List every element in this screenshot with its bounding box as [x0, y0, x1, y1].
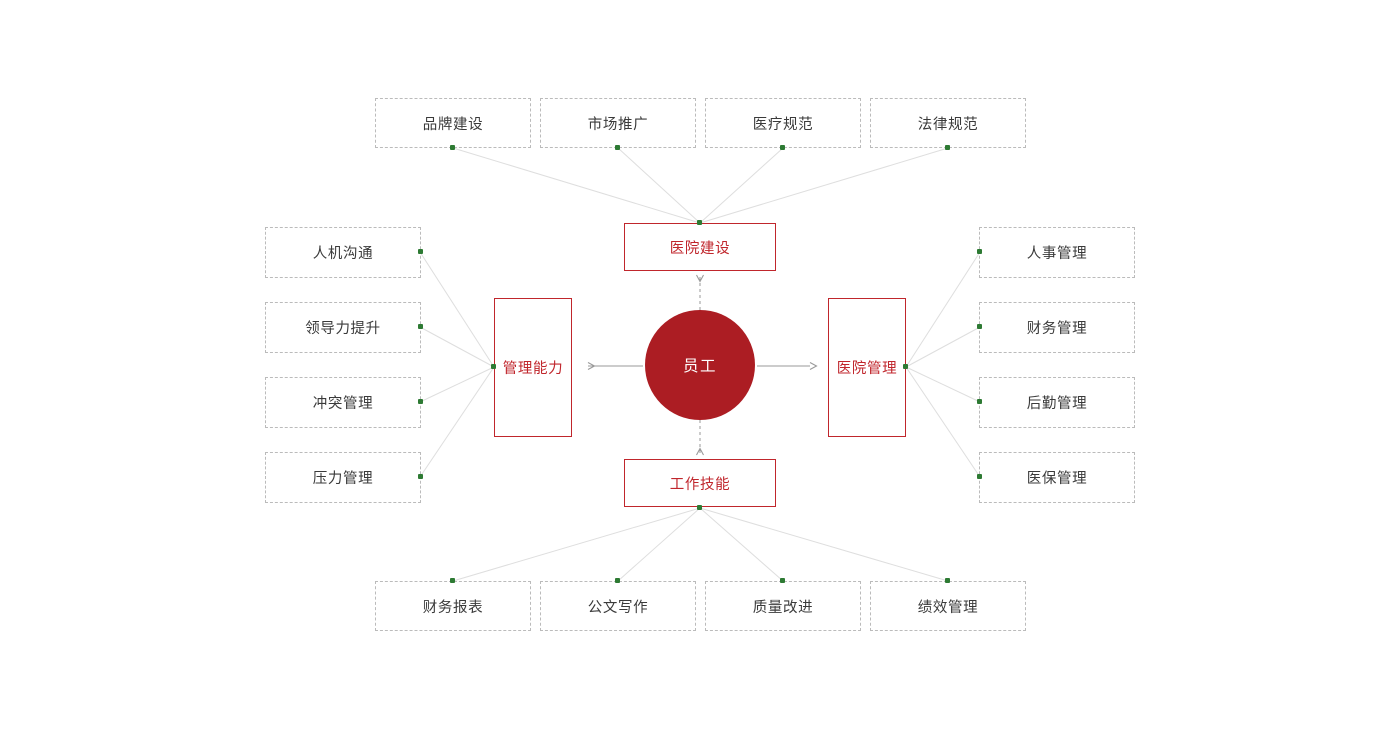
category-label-work-skills: 工作技能	[669, 476, 731, 493]
connector-group-top	[452, 147, 949, 224]
connector-top-brand-building	[452, 147, 701, 224]
connector-bottom-performance-management	[699, 507, 949, 582]
connector-dot-insurance-management	[977, 474, 982, 479]
leaf-box-medical-standard[interactable]: 医疗规范	[705, 98, 861, 148]
connector-dot-personnel-management	[977, 249, 982, 254]
connector-left-stress-management	[419, 366, 495, 478]
connector-group-right	[905, 251, 981, 478]
connector-dot-human-machine-communication	[418, 249, 423, 254]
leaf-box-performance-management[interactable]: 绩效管理	[870, 581, 1026, 631]
leaf-label-official-writing: 公文写作	[587, 599, 649, 616]
leaf-label-brand-building: 品牌建设	[422, 116, 484, 133]
center-node-label: 员工	[682, 357, 717, 375]
connector-dot-conflict-management	[418, 399, 423, 404]
connector-dot-market-promotion	[615, 145, 620, 150]
connector-group-bottom	[452, 507, 949, 582]
connector-bottom-financial-statements	[452, 507, 701, 582]
leaf-label-logistics-management: 后勤管理	[1026, 396, 1088, 412]
connector-dot-logistics-management	[977, 399, 982, 404]
leaf-box-legal-standard[interactable]: 法律规范	[870, 98, 1026, 148]
connector-dot-management-ability-hub	[491, 364, 496, 369]
center-node-employee[interactable]: 员工	[645, 310, 755, 420]
connector-top-medical-standard	[699, 147, 784, 224]
category-label-management-ability: 管理能力	[502, 361, 564, 377]
leaf-box-brand-building[interactable]: 品牌建设	[375, 98, 531, 148]
leaf-box-quality-improvement[interactable]: 质量改进	[705, 581, 861, 631]
category-box-management-ability[interactable]: 管理能力	[494, 298, 572, 437]
connector-left-human-machine-communication	[419, 251, 495, 368]
category-label-hospital-construction: 医院建设	[669, 240, 731, 257]
connector-dot-brand-building	[450, 145, 455, 150]
leaf-label-leadership-improvement: 领导力提升	[305, 321, 381, 337]
connector-dot-finance-management	[977, 324, 982, 329]
leaf-label-quality-improvement: 质量改进	[752, 599, 814, 616]
leaf-box-leadership-improvement[interactable]: 领导力提升	[265, 302, 421, 353]
leaf-label-insurance-management: 医保管理	[1026, 471, 1088, 487]
connector-dot-work-skills-hub	[697, 505, 702, 510]
leaf-label-stress-management: 压力管理	[312, 471, 374, 487]
leaf-label-personnel-management: 人事管理	[1026, 246, 1088, 262]
connector-dot-quality-improvement	[780, 578, 785, 583]
connector-dot-performance-management	[945, 578, 950, 583]
connector-right-insurance-management	[905, 366, 981, 478]
leaf-box-market-promotion[interactable]: 市场推广	[540, 98, 696, 148]
connector-bottom-official-writing	[617, 507, 701, 582]
connector-dot-hospital-construction-hub	[697, 220, 702, 225]
connector-dot-financial-statements	[450, 578, 455, 583]
leaf-box-financial-statements[interactable]: 财务报表	[375, 581, 531, 631]
connector-bottom-quality-improvement	[699, 507, 784, 582]
leaf-box-conflict-management[interactable]: 冲突管理	[265, 377, 421, 428]
leaf-box-stress-management[interactable]: 压力管理	[265, 452, 421, 503]
category-box-work-skills[interactable]: 工作技能	[624, 459, 776, 507]
category-box-hospital-management[interactable]: 医院管理	[828, 298, 906, 437]
leaf-label-market-promotion: 市场推广	[587, 116, 649, 133]
leaf-box-personnel-management[interactable]: 人事管理	[979, 227, 1135, 278]
leaf-label-conflict-management: 冲突管理	[312, 396, 374, 412]
leaf-label-financial-statements: 财务报表	[422, 599, 484, 616]
connector-right-logistics-management	[905, 366, 981, 403]
leaf-label-medical-standard: 医疗规范	[752, 116, 814, 133]
leaf-label-legal-standard: 法律规范	[917, 116, 979, 133]
connector-dot-official-writing	[615, 578, 620, 583]
leaf-label-performance-management: 绩效管理	[917, 599, 979, 616]
connector-right-finance-management	[905, 326, 981, 368]
category-label-hospital-management: 医院管理	[836, 361, 898, 377]
connector-dot-leadership-improvement	[418, 324, 423, 329]
connector-dot-medical-standard	[780, 145, 785, 150]
connector-left-conflict-management	[419, 366, 495, 403]
connector-group-left	[419, 251, 495, 478]
leaf-box-official-writing[interactable]: 公文写作	[540, 581, 696, 631]
connector-top-market-promotion	[617, 147, 701, 224]
connector-dot-legal-standard	[945, 145, 950, 150]
connector-dot-stress-management	[418, 474, 423, 479]
leaf-box-insurance-management[interactable]: 医保管理	[979, 452, 1135, 503]
connector-dot-hospital-management-hub	[903, 364, 908, 369]
connector-left-leadership-improvement	[419, 326, 495, 368]
leaf-label-finance-management: 财务管理	[1026, 321, 1088, 337]
connector-right-personnel-management	[905, 251, 981, 368]
leaf-box-logistics-management[interactable]: 后勤管理	[979, 377, 1135, 428]
leaf-box-finance-management[interactable]: 财务管理	[979, 302, 1135, 353]
category-box-hospital-construction[interactable]: 医院建设	[624, 223, 776, 271]
connector-top-legal-standard	[699, 147, 949, 224]
leaf-box-human-machine-communication[interactable]: 人机沟通	[265, 227, 421, 278]
leaf-label-human-machine-communication: 人机沟通	[312, 246, 374, 262]
